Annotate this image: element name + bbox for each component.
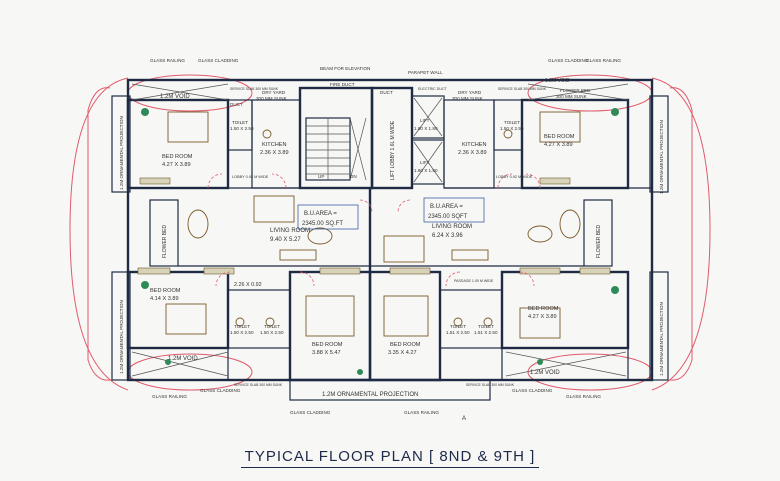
label-bu-area-r: B.U.AREA = (430, 204, 463, 210)
label-bed-bl-dim: 4.14 X 3.89 (150, 296, 179, 302)
furniture (165, 111, 581, 339)
label-lobby-r: LOBBY 0.92 M WIDE (496, 175, 533, 179)
label-toilet-bl1: TOILET (234, 324, 250, 329)
label-glass-cladding-bottom: GLASS CLADDING (290, 410, 331, 415)
label-toilet-bl2: TOILET (264, 324, 280, 329)
label-parapet-wall: PARAPET WALL (408, 70, 443, 75)
label-duct-l: DUCT (230, 102, 243, 107)
plan-title-text: TYPICAL FLOOR PLAN [ 8ND & 9TH ] (240, 448, 540, 468)
label-void-bl: 1.2M VOID (168, 356, 198, 362)
label-void-tl: 1.2M VOID (160, 94, 190, 100)
label-orn-proj-bl: 1.2M ORNAMENTAL PROJECTION (119, 300, 124, 374)
label-bed-bc2-dim: 3.35 X 4.27 (388, 350, 417, 356)
label-kitchen-l-dim: 2.36 X 3.89 (260, 150, 289, 156)
label-service-slab-br: SERVICE SLAB 300 MM SUNK (466, 383, 515, 387)
label-living-r: LIVING ROOM (432, 224, 472, 230)
label-flower-bed-l: FLOWER BED (162, 225, 168, 258)
label-pass-l-dim: 2.26 X 0.92 (234, 282, 262, 288)
plan-labels: GLASS RAILING GLASS CLADDING BEAM FOR EL… (119, 58, 664, 422)
label-flower-bed-r: FLOWER BED (596, 225, 602, 258)
label-living-l-dim: 9.40 X 5.27 (270, 237, 301, 243)
label-toilet-bl1-dim: 1.50 X 2.50 (230, 330, 254, 335)
label-glass-cladding-br: GLASS CLADDING (512, 388, 553, 393)
label-toilet-br1: TOILET (450, 324, 466, 329)
label-marker-a: A (462, 416, 466, 422)
label-duct-r: DUCT (380, 90, 393, 95)
label-glass-railing-tl: GLASS RAILING (150, 58, 185, 63)
plan-title: TYPICAL FLOOR PLAN [ 8ND & 9TH ] (0, 448, 780, 468)
label-bed-tr-dim: 4.27 X 3.89 (544, 142, 573, 148)
label-void-tr: 1.2M VOID (545, 78, 570, 84)
label-glass-railing-tr: GLASS RAILING (586, 58, 621, 63)
label-glass-cladding-tl: GLASS CLADDING (198, 58, 239, 63)
label-toilet-br2-dim: 1.51 X 2.50 (474, 330, 498, 335)
label-bed-bl: BED ROOM (150, 288, 181, 294)
label-bu-area-l: B.U.AREA = (304, 211, 337, 217)
label-service-slab-l: SERVICE SLAB 300 MM SUNK (230, 87, 279, 91)
label-bed-tr: BED ROOM (544, 134, 575, 140)
label-toilet-tr-dim: 1.50 X 2.50 (500, 126, 524, 131)
label-bed-bc1-dim: 3.88 X 5.47 (312, 350, 341, 356)
label-void-br: 1.2M VOID (530, 370, 560, 376)
building-walls (111, 78, 669, 401)
label-dry-yard-l-sunk: 300 MM SUNK (256, 96, 288, 101)
label-toilet-br1-dim: 1.51 X 2.50 (446, 330, 470, 335)
plants (141, 108, 619, 375)
label-lift-lobby: LIFT LOBBY 1.6L M WIDE (390, 120, 396, 180)
label-kitchen-r: KITCHEN (462, 142, 487, 148)
label-up: UP (318, 174, 324, 179)
label-orn-proj-r: 1.2M ORNAMENTAL PROJECTION (659, 120, 664, 194)
void-crosses (131, 83, 629, 377)
label-living-l: LIVING ROOM (270, 228, 310, 234)
label-dry-yard-r-sunk: 300 MM SUNK (452, 96, 484, 101)
label-passage-r: PASSAGE 1.00 M WIDE (454, 279, 494, 283)
label-toilet-tl-dim: 1.50 X 2.50 (230, 126, 254, 131)
label-glass-railing-bl: GLASS RAILING (152, 394, 187, 399)
label-glass-cladding-bl: GLASS CLADDING (200, 388, 241, 393)
label-orn-proj-bottom: 1.2M ORNAMENTAL PROJECTION (322, 392, 418, 398)
doors (207, 173, 541, 287)
label-toilet-br2: TOILET (478, 324, 494, 329)
label-toilet-tr: TOILET (504, 120, 520, 125)
label-lift2-dim: 1.80 X 1.80 (414, 168, 438, 173)
label-fire-duct: FIRE DUCT (330, 82, 355, 87)
label-dry-yard-l: DRY YARD (262, 90, 286, 95)
label-beam-for-elevation: BEAM FOR ELEVATION (320, 66, 370, 71)
label-toilet-bl2-dim: 1.50 X 2.50 (260, 330, 284, 335)
label-service-slab-r: SERVICE SLAB 300 MM SUNK (498, 87, 547, 91)
label-flower-bed-tr: FLOWER BED (560, 88, 591, 93)
label-service-slab-bl: SERVICE SLAB 300 MM SUNK (234, 383, 283, 387)
label-bed-bc2: BED ROOM (390, 342, 421, 348)
label-glass-cladding-tr: GLASS CLADDING (548, 58, 589, 63)
label-bed-tl: BED ROOM (162, 154, 193, 160)
label-glass-railing-bottom: GLASS RAILING (404, 410, 439, 415)
label-lift1: LIFT (420, 118, 430, 123)
built-up-area-boxes (297, 197, 485, 230)
label-glass-railing-br: GLASS RAILING (566, 394, 601, 399)
staircase (306, 117, 367, 181)
label-lift1-dim: 1.80 X 1.80 (414, 126, 438, 131)
label-bed-tl-dim: 4.27 X 3.89 (162, 162, 191, 168)
label-dry-yard-r: DRY YARD (458, 90, 482, 95)
label-toilet-tl: TOILET (232, 120, 248, 125)
label-lift2: LIFT (420, 160, 430, 165)
label-bu-area-l-val: 2345.00 SQ.FT (302, 221, 343, 227)
label-electric-duct: ELECTRIC DUCT (418, 87, 448, 91)
label-lobby-l: LOBBY 0.92 M WIDE (232, 175, 269, 179)
label-bu-area-r-val: 2345.00 SQFT (428, 214, 468, 220)
label-flower-bed-tr-sunk: 300 MM SUNK (556, 94, 588, 99)
label-bed-bc1: BED ROOM (312, 342, 343, 348)
label-bed-br: BED ROOM (528, 306, 559, 312)
label-kitchen-l: KITCHEN (262, 142, 287, 148)
windows (137, 177, 611, 275)
label-orn-proj-l: 1.2M ORNAMENTAL PROJECTION (119, 116, 124, 190)
label-bed-br-dim: 4.27 X 3.89 (528, 314, 557, 320)
label-orn-proj-br: 1.2M ORNAMENTAL PROJECTION (659, 302, 664, 376)
label-living-r-dim: 6.24 X 3.96 (432, 233, 463, 239)
label-kitchen-r-dim: 2.36 X 3.89 (458, 150, 487, 156)
label-dn: DN (350, 174, 357, 179)
